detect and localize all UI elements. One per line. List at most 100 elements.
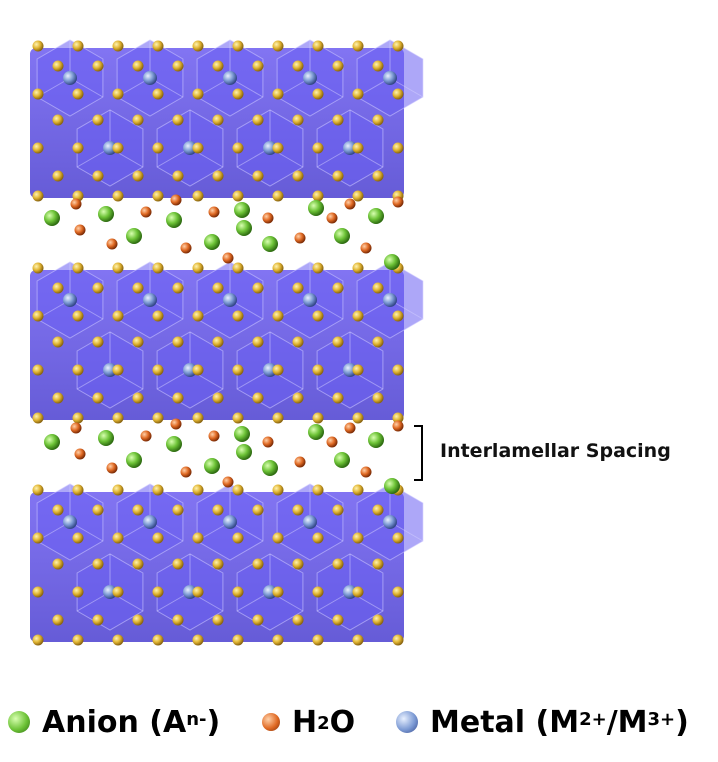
anion-atom — [368, 208, 384, 224]
hydroxyl-atom — [313, 635, 324, 646]
hydroxyl-atom — [293, 393, 304, 404]
hydroxyl-atom — [153, 587, 164, 598]
metal-atom — [383, 293, 397, 307]
hydroxyl-atom — [173, 393, 184, 404]
water-molecule — [345, 423, 356, 434]
hydroxyl-atom — [73, 413, 84, 424]
hydroxyl-atom — [133, 115, 144, 126]
anion-dot-icon — [8, 711, 30, 733]
hydroxyl-atom — [213, 115, 224, 126]
hydroxyl-atom — [133, 615, 144, 626]
hydroxyl-atom — [353, 533, 364, 544]
hydroxyl-atom — [313, 311, 324, 322]
hydroxyl-atom — [113, 143, 124, 154]
water-molecule — [181, 467, 192, 478]
hydroxyl-atom — [273, 365, 284, 376]
hydroxyl-atom — [233, 41, 244, 52]
hydroxyl-atom — [353, 89, 364, 100]
hydroxyl-atom — [93, 505, 104, 516]
hydroxyl-atom — [33, 533, 44, 544]
anion-atom — [334, 228, 350, 244]
hydroxyl-atom — [133, 61, 144, 72]
hydroxyl-atom — [373, 559, 384, 570]
legend-metal-tail: ) — [675, 705, 689, 740]
hydroxyl-atom — [193, 191, 204, 202]
hydroxyl-atom — [153, 263, 164, 274]
metal-atom — [303, 515, 317, 529]
anion-atom — [126, 228, 142, 244]
anion-atom — [308, 424, 324, 440]
hydroxyl-atom — [173, 171, 184, 182]
anion-atom — [262, 460, 278, 476]
hydroxyl-atom — [233, 413, 244, 424]
hydroxyl-atom — [173, 337, 184, 348]
hydroxyl-atom — [93, 115, 104, 126]
hydroxyl-atom — [133, 171, 144, 182]
hydroxyl-atom — [333, 393, 344, 404]
legend-anion: Anion (An-) — [8, 700, 220, 744]
hydroxyl-atom — [333, 115, 344, 126]
hydroxyl-atom — [153, 89, 164, 100]
hydroxyl-atom — [133, 283, 144, 294]
hydroxyl-atom — [373, 337, 384, 348]
water-molecule — [361, 467, 372, 478]
hydroxyl-atom — [373, 61, 384, 72]
interlamellar-spacing-label: Interlamellar Spacing — [440, 440, 671, 462]
metal-atom — [143, 515, 157, 529]
hydroxyl-atom — [213, 505, 224, 516]
hydroxyl-atom — [273, 635, 284, 646]
hydroxyl-atom — [73, 365, 84, 376]
hydroxyl-atom — [373, 393, 384, 404]
hydroxyl-atom — [273, 41, 284, 52]
hydroxyl-atom — [153, 311, 164, 322]
hydroxyl-atom — [233, 191, 244, 202]
hydroxyl-atom — [93, 393, 104, 404]
hydroxyl-atom — [53, 505, 64, 516]
hydroxyl-atom — [313, 41, 324, 52]
hydroxyl-atom — [273, 89, 284, 100]
hydroxyl-atom — [373, 115, 384, 126]
hydroxyl-atom — [293, 283, 304, 294]
hydroxyl-atom — [93, 337, 104, 348]
hydroxyl-atom — [273, 587, 284, 598]
water-molecule — [181, 243, 192, 254]
hydroxyl-atom — [333, 337, 344, 348]
spacing-bracket — [414, 426, 422, 480]
hydroxyl-atom — [353, 485, 364, 496]
water-molecule — [75, 225, 86, 236]
water-molecule — [71, 423, 82, 434]
water-molecule — [141, 207, 152, 218]
hydroxyl-atom — [33, 365, 44, 376]
hydroxyl-atom — [213, 559, 224, 570]
hydroxyl-atom — [393, 89, 404, 100]
water-molecule — [223, 253, 234, 264]
anion-atom — [234, 426, 250, 442]
hydroxyl-atom — [393, 365, 404, 376]
hydroxyl-atom — [133, 393, 144, 404]
hydroxyl-atom — [253, 115, 264, 126]
hydroxyl-atom — [353, 41, 364, 52]
hydroxyl-atom — [173, 283, 184, 294]
water-molecule — [327, 213, 338, 224]
metal-dot-icon — [396, 711, 418, 733]
anion-atom — [234, 202, 250, 218]
legend-water-text2: O — [330, 705, 356, 740]
water-molecule — [393, 421, 404, 432]
water-molecule — [223, 477, 234, 488]
hydroxyl-atom — [273, 485, 284, 496]
hydroxyl-atom — [33, 143, 44, 154]
hydroxyl-atom — [133, 505, 144, 516]
hydroxyl-atom — [93, 559, 104, 570]
metal-atom — [383, 71, 397, 85]
metal-atom — [383, 515, 397, 529]
hydroxyl-atom — [113, 365, 124, 376]
anion-atom — [308, 200, 324, 216]
hydroxyl-atom — [193, 143, 204, 154]
hydroxyl-atom — [193, 89, 204, 100]
hydroxyl-atom — [373, 505, 384, 516]
water-molecule — [345, 199, 356, 210]
hydroxyl-atom — [153, 41, 164, 52]
hydroxyl-atom — [213, 171, 224, 182]
hydroxyl-atom — [213, 615, 224, 626]
hydroxyl-atom — [293, 61, 304, 72]
